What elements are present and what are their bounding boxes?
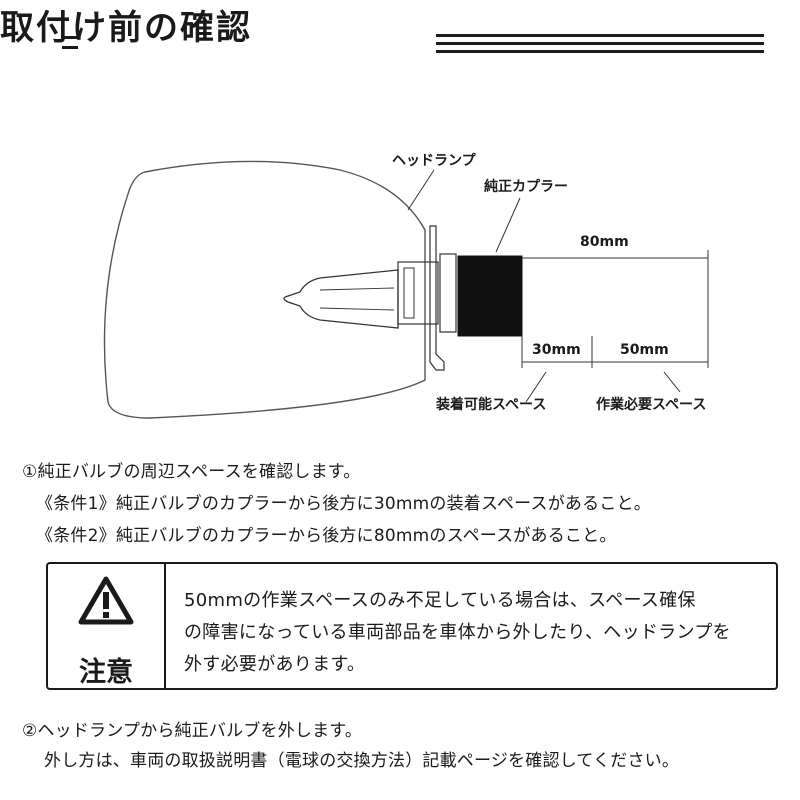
bulb-clearance-diagram: ヘッドランプ 純正カプラー 80mm 30mm 50mm 装着可能スペース 作業… bbox=[0, 140, 800, 440]
caution-icon-panel: 注意 bbox=[48, 564, 166, 688]
title-rule-top bbox=[436, 34, 764, 37]
headlamp-label: ヘッドランプ bbox=[392, 153, 476, 169]
page-title: 取付け前の確認 bbox=[0, 8, 252, 48]
dimension-work: 50mm bbox=[620, 342, 669, 358]
title-dash-left-bottom bbox=[62, 46, 78, 49]
headlamp-housing bbox=[103, 160, 426, 419]
title-rule-bottom bbox=[436, 50, 764, 53]
dimension-total: 80mm bbox=[580, 234, 629, 250]
caution-line-2: の障害になっている車両部品を車体から外したり、ヘッドランプを bbox=[184, 622, 731, 643]
work-space-label: 作業必要スペース bbox=[596, 397, 707, 413]
bulb-flange bbox=[429, 225, 445, 371]
title-dash-left-top bbox=[62, 36, 78, 39]
caution-line-3: 外す必要があります。 bbox=[184, 654, 366, 675]
coupler-block bbox=[457, 255, 523, 337]
caution-line-1: 50mmの作業スペースのみ不足している場合は、スペース確保 bbox=[184, 590, 696, 611]
mount-space-label: 装着可能スペース bbox=[436, 397, 547, 413]
coupler-label: 純正カプラー bbox=[484, 179, 568, 195]
step2-heading: ②ヘッドランプから純正バルブを外します。 bbox=[22, 721, 363, 741]
diagram-svg bbox=[103, 160, 709, 419]
step1-heading: ①純正バルブの周辺スペースを確認します。 bbox=[22, 462, 361, 482]
step1-condition1: 《条件1》純正バルブのカプラーから後方に30mmの装着スペースがあること。 bbox=[36, 494, 651, 514]
title-rule-mid bbox=[436, 42, 764, 45]
caution-box: 注意 50mmの作業スペースのみ不足している場合は、スペース確保 の障害になって… bbox=[46, 562, 778, 690]
step2-detail: 外し方は、車両の取扱説明書（電球の交換方法）記載ページを確認してください。 bbox=[44, 751, 680, 771]
caution-label: 注意 bbox=[79, 657, 133, 688]
warning-triangle-icon bbox=[78, 576, 134, 625]
dimension-mount: 30mm bbox=[532, 342, 581, 358]
step1-condition2: 《条件2》純正バルブのカプラーから後方に80mmのスペースがあること。 bbox=[36, 526, 617, 546]
bulb-glass bbox=[283, 269, 399, 329]
